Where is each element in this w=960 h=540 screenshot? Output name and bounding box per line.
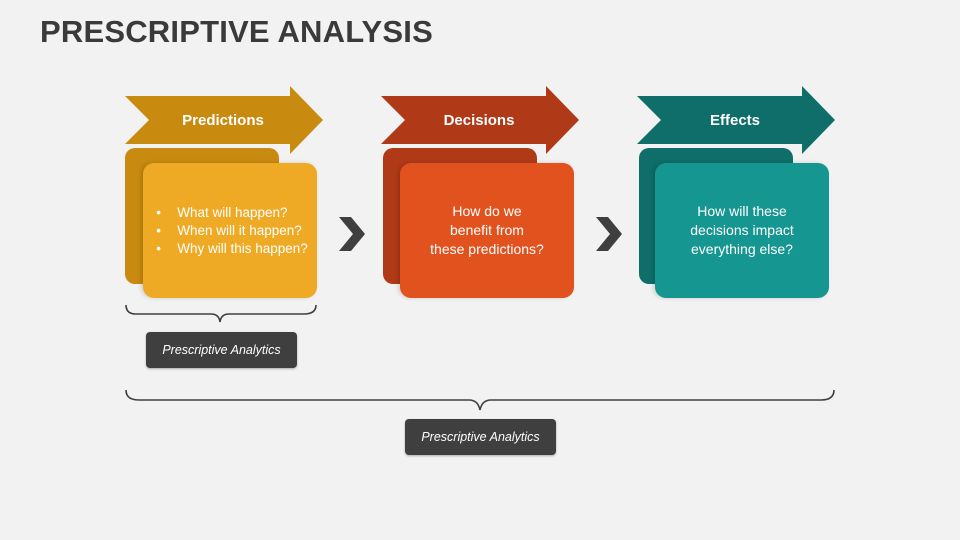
decisions-card: How do we benefit from these predictions… [400,163,574,298]
decisions-line-3: these predictions? [430,241,544,257]
predictions-bullet-2: When will it happen? [152,222,308,240]
predictions-bullet-1: What will happen? [152,204,308,222]
predictions-heading: Predictions [182,111,264,129]
effects-line-2: decisions impact [690,222,794,238]
effects-arrow-banner: Effects [637,86,837,154]
prescriptive-analytics-label-large: Prescriptive Analytics [405,419,556,455]
effects-card: How will these decisions impact everythi… [655,163,829,298]
predictions-card: What will happen? When will it happen? W… [143,163,317,298]
curly-brace-icon [125,304,317,323]
decisions-heading: Decisions [443,111,515,129]
effects-line-1: How will these [697,203,787,219]
decisions-line-2: benefit from [450,222,524,238]
predictions-bullet-3: Why will this happen? [152,240,308,258]
effects-text: How will these decisions impact everythi… [690,202,794,259]
predictions-arrow-banner: Predictions [125,86,325,154]
effects-arrow-shape [637,86,835,154]
decisions-arrow-banner: Decisions [381,86,581,154]
curly-brace-icon [125,389,835,411]
page-title: PRESCRIPTIVE ANALYSIS [40,14,433,49]
effects-line-3: everything else? [691,241,793,257]
decisions-arrow-shape [381,86,579,154]
decisions-text: How do we benefit from these predictions… [430,202,544,259]
chevron-right-icon [596,217,622,251]
predictions-bullet-list: What will happen? When will it happen? W… [152,204,308,258]
effects-heading: Effects [709,111,761,129]
predictions-arrow-shape [125,86,323,154]
prescriptive-analytics-label-small: Prescriptive Analytics [146,332,297,368]
chevron-right-icon [339,217,365,251]
decisions-line-1: How do we [452,203,522,219]
